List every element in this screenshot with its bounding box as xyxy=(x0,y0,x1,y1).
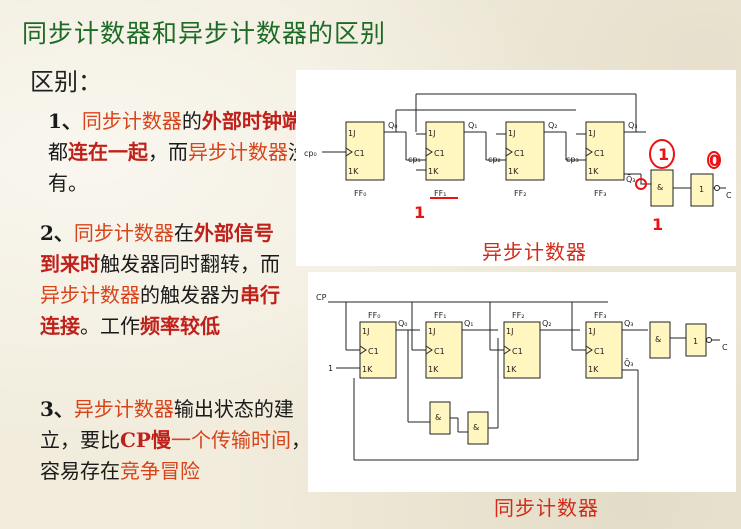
point-1-term: 同步计数器 xyxy=(81,109,182,133)
pin-label: C1 xyxy=(368,347,379,356)
point-2: 2、同步计数器在外部信号到来时触发器同时翻转，而异步计数器的触发器为串行连接。工… xyxy=(40,218,280,342)
pin-label: C1 xyxy=(434,347,445,356)
point-3-text: ，容易存在 xyxy=(40,428,311,483)
pin-label: C1 xyxy=(354,149,365,158)
slide-title: 同步计数器和异步计数器的区别 xyxy=(22,19,387,48)
flip-flop-label: FF₀ xyxy=(368,311,380,320)
point-3-term: 异步计数器 xyxy=(73,397,174,421)
point-1-number: 1、 xyxy=(48,109,82,133)
and-gate-label: & xyxy=(435,413,441,422)
pin-label: C1 xyxy=(594,347,605,356)
handwritten-mark: 1 xyxy=(652,215,663,234)
and-gate-label: & xyxy=(657,183,663,192)
sync-counter-diagram: CP 1 1J C1 1K 1J C1 1K 1J C1 1K 1J C1 1K… xyxy=(308,272,736,492)
point-3: 3、异步计数器输出状态的建立，要比CP慢一个传输时间，容易存在竞争冒险 xyxy=(40,394,312,487)
handwritten-annotation xyxy=(430,139,721,199)
output-label: Q₂ xyxy=(542,319,552,328)
output-label: Q₁ xyxy=(464,319,474,328)
handwritten-mark: 0 xyxy=(709,151,720,170)
and-gate-label: & xyxy=(473,423,479,432)
flip-flop-label: FF₂ xyxy=(514,189,526,198)
pin-label: 1J xyxy=(362,327,369,336)
pin-label: 1J xyxy=(506,327,513,336)
pin-label: C1 xyxy=(594,149,605,158)
clock-label: CP xyxy=(316,293,327,302)
point-2-text: 的触发器为 xyxy=(140,283,240,307)
point-1: 1、同步计数器的外部时钟端都连在一起，而异步计数器没有。 xyxy=(48,106,310,199)
point-2-emphasis: 外部信号到来时 xyxy=(40,221,274,276)
pin-label: 1K xyxy=(588,365,599,374)
point-1-emphasis: 连在一起 xyxy=(68,140,148,164)
pin-label: 1K xyxy=(428,365,439,374)
point-2-term: 同步计数器 xyxy=(73,221,174,245)
flip-flop-label: FF₁ xyxy=(434,311,446,320)
pin-label: 1J xyxy=(588,327,595,336)
pin-label: 1J xyxy=(588,129,595,138)
point-2-text: 。工作 xyxy=(80,314,140,338)
pin-label: C1 xyxy=(434,149,445,158)
point-1-emphasis: 外部时钟端 xyxy=(201,109,302,133)
output-label: Q₀ xyxy=(398,319,408,328)
async-counter-caption: 异步计数器 xyxy=(482,240,587,264)
pin-label: 1K xyxy=(362,365,373,374)
pin-label: 1K xyxy=(428,167,439,176)
point-3-emphasis: 慢 xyxy=(150,428,171,452)
pin-label: 1J xyxy=(348,129,355,138)
buffer-gate-label: 1 xyxy=(699,185,704,194)
section-heading: 区别： xyxy=(30,68,102,96)
point-1-text: ，而 xyxy=(148,140,188,164)
async-counter-diagram: 1J C1 1K 1J C1 1K 1J C1 1K 1J C1 1K cp₀ … xyxy=(296,70,736,266)
output-label: C xyxy=(722,343,728,352)
point-2-text: 在 xyxy=(173,221,194,245)
point-2-text: 触发器同时翻转，而 xyxy=(100,252,280,276)
input-label: 1 xyxy=(328,364,333,373)
clock-label: cp₃ xyxy=(566,155,579,164)
point-1-term: 异步计数器 xyxy=(188,140,288,164)
point-3-term: 竞争冒险 xyxy=(120,459,200,483)
flip-flop-label: FF₀ xyxy=(354,189,366,198)
pin-label: C1 xyxy=(512,347,523,356)
point-2-term: 异步计数器 xyxy=(40,283,140,307)
point-2-emphasis: 串行连接 xyxy=(40,283,280,338)
pin-label: 1J xyxy=(428,129,435,138)
output-label: Q₁ xyxy=(468,121,478,130)
flip-flop-label: FF₃ xyxy=(594,311,606,320)
point-1-text: 都 xyxy=(48,140,68,164)
buffer-gate-label: 1 xyxy=(693,337,698,346)
output-label: Q₃ xyxy=(628,121,638,130)
sync-counter-caption: 同步计数器 xyxy=(494,496,599,520)
clock-label: cp₁ xyxy=(408,155,421,164)
handwritten-mark: 1 xyxy=(414,203,425,222)
pin-label: 1J xyxy=(508,129,515,138)
pin-label: C1 xyxy=(514,149,525,158)
clock-label: cp₀ xyxy=(304,149,317,158)
handwritten-mark: 1 xyxy=(658,145,669,164)
output-label: C xyxy=(726,191,732,200)
pin-label: 1K xyxy=(588,167,599,176)
pin-label: 1J xyxy=(428,327,435,336)
pin-label: 1K xyxy=(348,167,359,176)
pin-label: 1K xyxy=(508,167,519,176)
output-label: Q̄₃ xyxy=(624,358,634,368)
and-gate-label: & xyxy=(655,335,661,344)
clock-label: cp₂ xyxy=(488,155,501,164)
point-3-term: 一个传输时间 xyxy=(170,428,291,452)
flip-flop-label: FF₃ xyxy=(594,189,606,198)
point-1-text: 的 xyxy=(181,109,202,133)
output-label: Q₀ xyxy=(388,121,398,130)
point-2-emphasis: 频率较低 xyxy=(140,314,220,338)
flip-flop-label: FF₁ xyxy=(434,189,446,198)
output-label: Q₃ xyxy=(624,319,634,328)
flip-flop-label: FF₂ xyxy=(512,311,524,320)
output-label: Q̄₃ xyxy=(626,174,636,184)
point-3-emphasis: CP xyxy=(120,428,151,452)
point-2-number: 2、 xyxy=(40,221,74,245)
output-label: Q₂ xyxy=(548,121,558,130)
pin-label: 1K xyxy=(506,365,517,374)
point-3-number: 3、 xyxy=(40,397,74,421)
point-3-text: 输出状态的建立，要比 xyxy=(40,397,294,452)
